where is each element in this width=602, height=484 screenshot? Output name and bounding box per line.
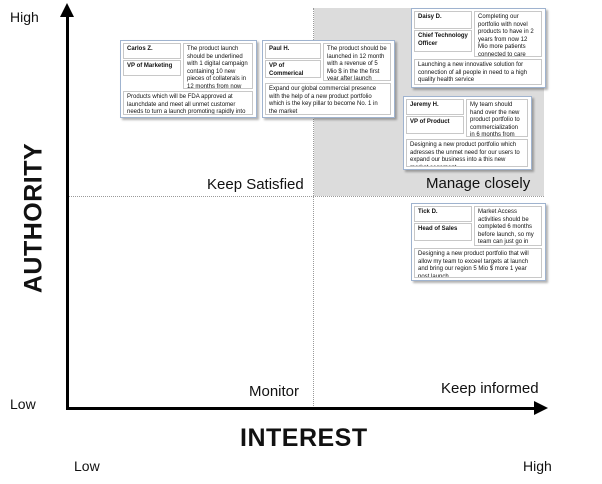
quadrant-label-manage-closely: Manage closely: [426, 175, 531, 192]
x-axis-low-label: Low: [74, 458, 100, 474]
stakeholder-description: Designing a new product portfolio that w…: [414, 248, 542, 278]
stakeholder-goal: Completing our portfolio with novel prod…: [474, 11, 542, 57]
quadrant-label-keep-satisfied: Keep Satisfied: [207, 176, 304, 193]
y-axis-title: AUTHORITY: [19, 142, 48, 294]
stakeholder-name: Daisy D.: [414, 11, 472, 29]
y-axis-high-label: High: [10, 9, 39, 25]
stakeholder-card: Carlos Z. VP of Marketing The product la…: [120, 40, 257, 118]
stakeholder-role: Chief Technology Officer: [414, 30, 472, 52]
stakeholder-role: Head of Sales: [414, 223, 472, 241]
quadrant-label-keep-informed: Keep informed: [441, 380, 539, 397]
vertical-quadrant-divider: [313, 8, 314, 408]
stakeholder-card: Paul H. VP of Commerical Operations The …: [262, 40, 395, 118]
stakeholder-name: Carlos Z.: [123, 43, 181, 59]
stakeholder-goal: The product launch should be underlined …: [183, 43, 253, 89]
horizontal-quadrant-divider: [68, 196, 544, 197]
stakeholder-role: VP of Product: [406, 116, 464, 134]
stakeholder-card: Tick D. Head of Sales Market Access acti…: [411, 203, 546, 281]
x-axis-title: INTEREST: [240, 424, 368, 452]
stakeholder-name: Paul H.: [265, 43, 321, 59]
y-axis-low-label: Low: [10, 396, 36, 412]
stakeholder-name: Tick D.: [414, 206, 472, 222]
stakeholder-description: Designing a new product portfolio which …: [406, 139, 528, 167]
stakeholder-description: Expand our global commercial presence wi…: [265, 83, 391, 115]
stakeholder-role: VP of Marketing: [123, 60, 181, 76]
stakeholder-goal: The product should be launched in 12 mon…: [323, 43, 391, 81]
stakeholder-card: Jeremy H. VP of Product My team should h…: [403, 96, 532, 170]
y-axis-arrowhead: [60, 3, 74, 17]
x-axis-arrowhead: [534, 401, 548, 415]
quadrant-label-monitor: Monitor: [249, 383, 300, 400]
stakeholder-goal: Market Access activities should be compl…: [474, 206, 542, 246]
y-axis-line: [66, 14, 69, 410]
x-axis-high-label: High: [523, 458, 552, 474]
stakeholder-goal: My team should hand over the new product…: [466, 99, 528, 137]
x-axis-line: [66, 407, 536, 410]
stakeholder-name: Jeremy H.: [406, 99, 464, 115]
stakeholder-card: Daisy D. Chief Technology Officer Comple…: [411, 8, 546, 88]
stakeholder-description: Launching a new innovative solution for …: [414, 59, 542, 85]
stakeholder-role: VP of Commerical Operations: [265, 60, 321, 78]
stakeholder-description: Products which will be FDA approved at l…: [123, 91, 253, 115]
